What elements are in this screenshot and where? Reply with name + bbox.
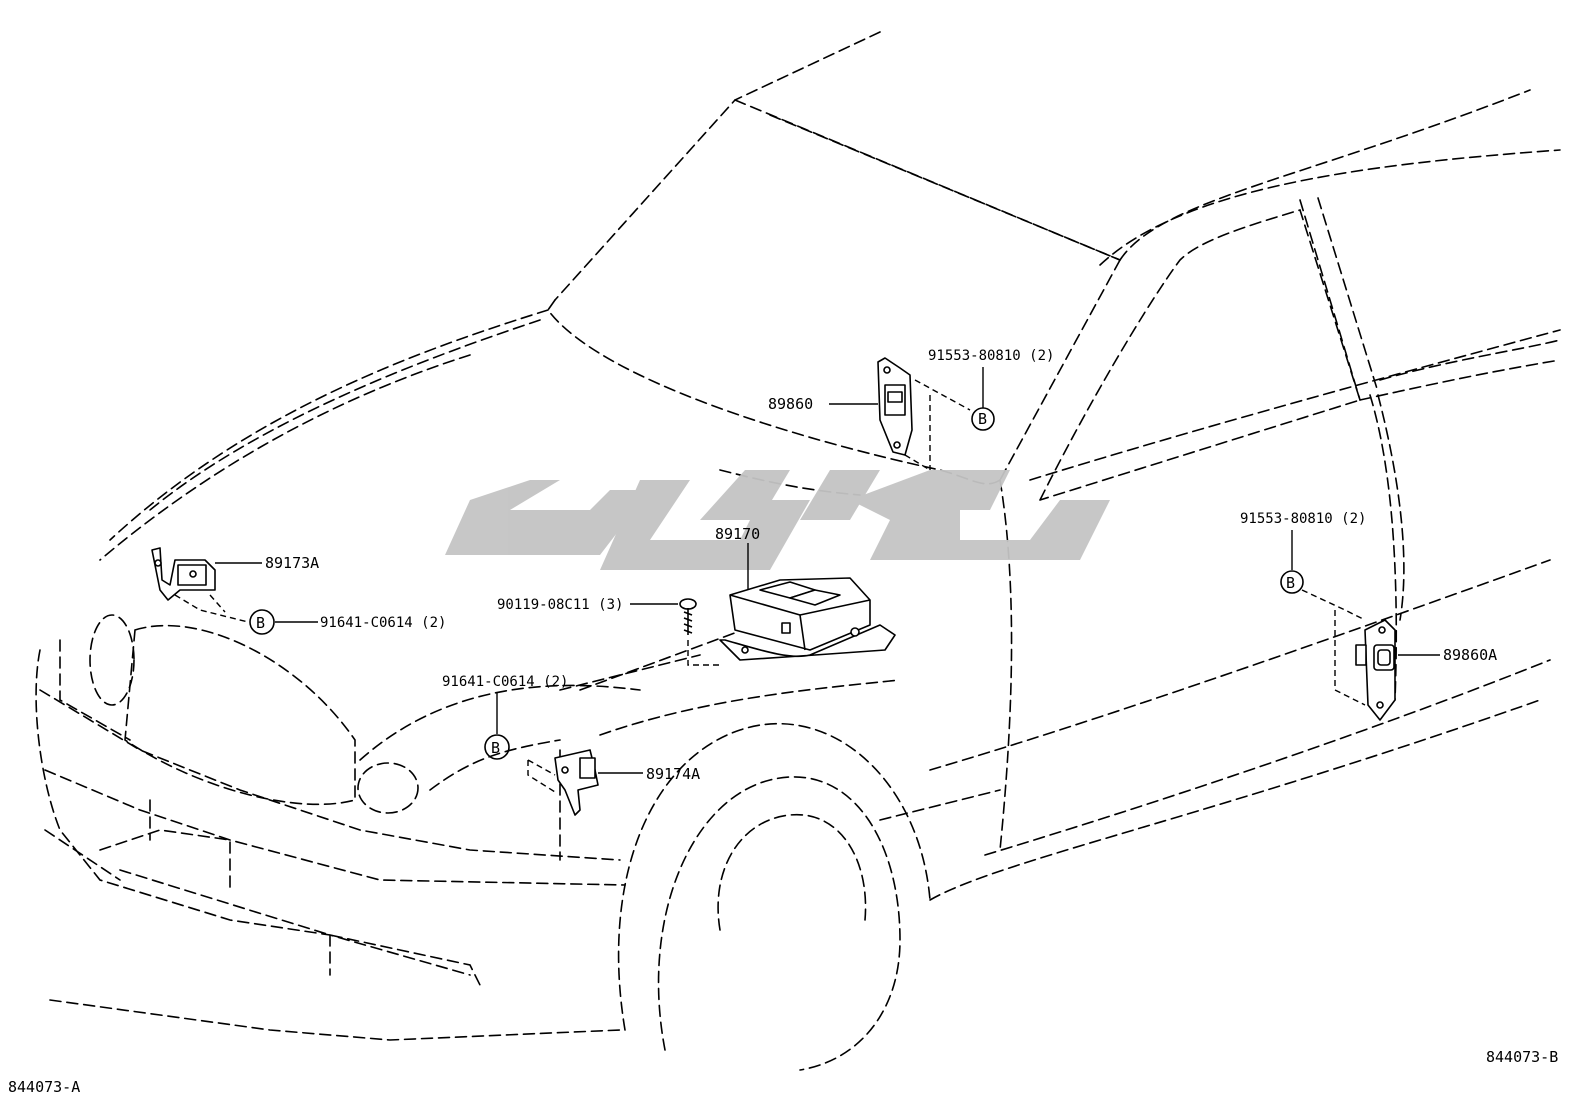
callout-b-right-label: B	[1286, 574, 1295, 592]
sensor-89860a[interactable]	[1355, 619, 1396, 721]
label-90119: 90119-08C11 (3)	[497, 597, 623, 613]
car-body-outline	[35, 31, 1561, 1071]
label-89173a: 89173A	[265, 554, 319, 572]
callout-b-center-label: B	[491, 739, 500, 757]
sensor-89174a[interactable]	[554, 749, 599, 816]
label-89170: 89170	[715, 525, 760, 543]
callout-b-left	[249, 609, 275, 635]
callout-b-upper-label: B	[978, 410, 987, 428]
callout-b-center	[484, 734, 510, 760]
sensor-89173a[interactable]	[151, 547, 216, 601]
label-89860a: 89860A	[1443, 646, 1497, 664]
reference-number-right: 844073-B	[1486, 1048, 1558, 1066]
label-91553-upper: 91553-80810 (2)	[928, 348, 1054, 364]
label-89174a: 89174A	[646, 765, 700, 783]
label-91641-center: 91641-C0614 (2)	[442, 674, 568, 690]
callout-b-left-label: B	[256, 614, 265, 632]
label-89860: 89860	[768, 395, 813, 413]
sensor-89860[interactable]	[877, 357, 913, 456]
label-91641-left: 91641-C0614 (2)	[320, 615, 446, 631]
watermark-logo	[445, 470, 1110, 570]
screw-90119[interactable]	[679, 598, 697, 635]
ecu-89170[interactable]	[719, 577, 896, 661]
callout-b-upper	[971, 407, 995, 431]
reference-number-left: 844073-A	[8, 1078, 80, 1096]
label-91553-right: 91553-80810 (2)	[1240, 511, 1366, 527]
callout-b-right	[1280, 570, 1304, 594]
